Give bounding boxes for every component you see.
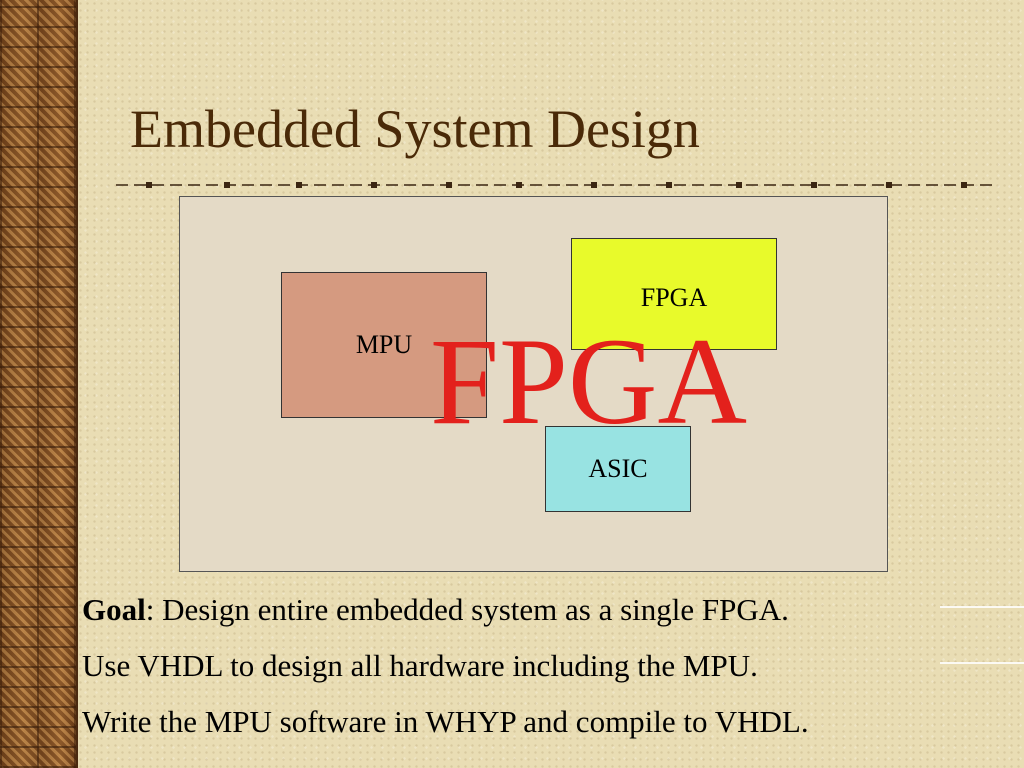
whyp-line: Write the MPU software in WHYP and compi… [82,704,809,739]
asic-block: ASIC [545,426,691,512]
goal-line: Goal: Design entire embedded system as a… [82,592,789,628]
fpga-block: FPGA [571,238,777,350]
fpga-overlay-text: FPGA [430,313,748,450]
goal-label: Goal [82,592,146,627]
title-divider [116,182,996,188]
mpu-label: MPU [355,330,413,359]
divider-line [940,662,1024,664]
wood-texture-strip [0,0,78,768]
divider-line [940,606,1024,608]
asic-label: ASIC [588,454,648,483]
vhdl-line: Use VHDL to design all hardware includin… [82,648,758,683]
slide-title: Embedded System Design [130,99,700,159]
mpu-block: MPU [281,272,487,418]
fpga-label: FPGA [640,283,708,312]
goal-text: : Design entire embedded system as a sin… [145,592,789,627]
